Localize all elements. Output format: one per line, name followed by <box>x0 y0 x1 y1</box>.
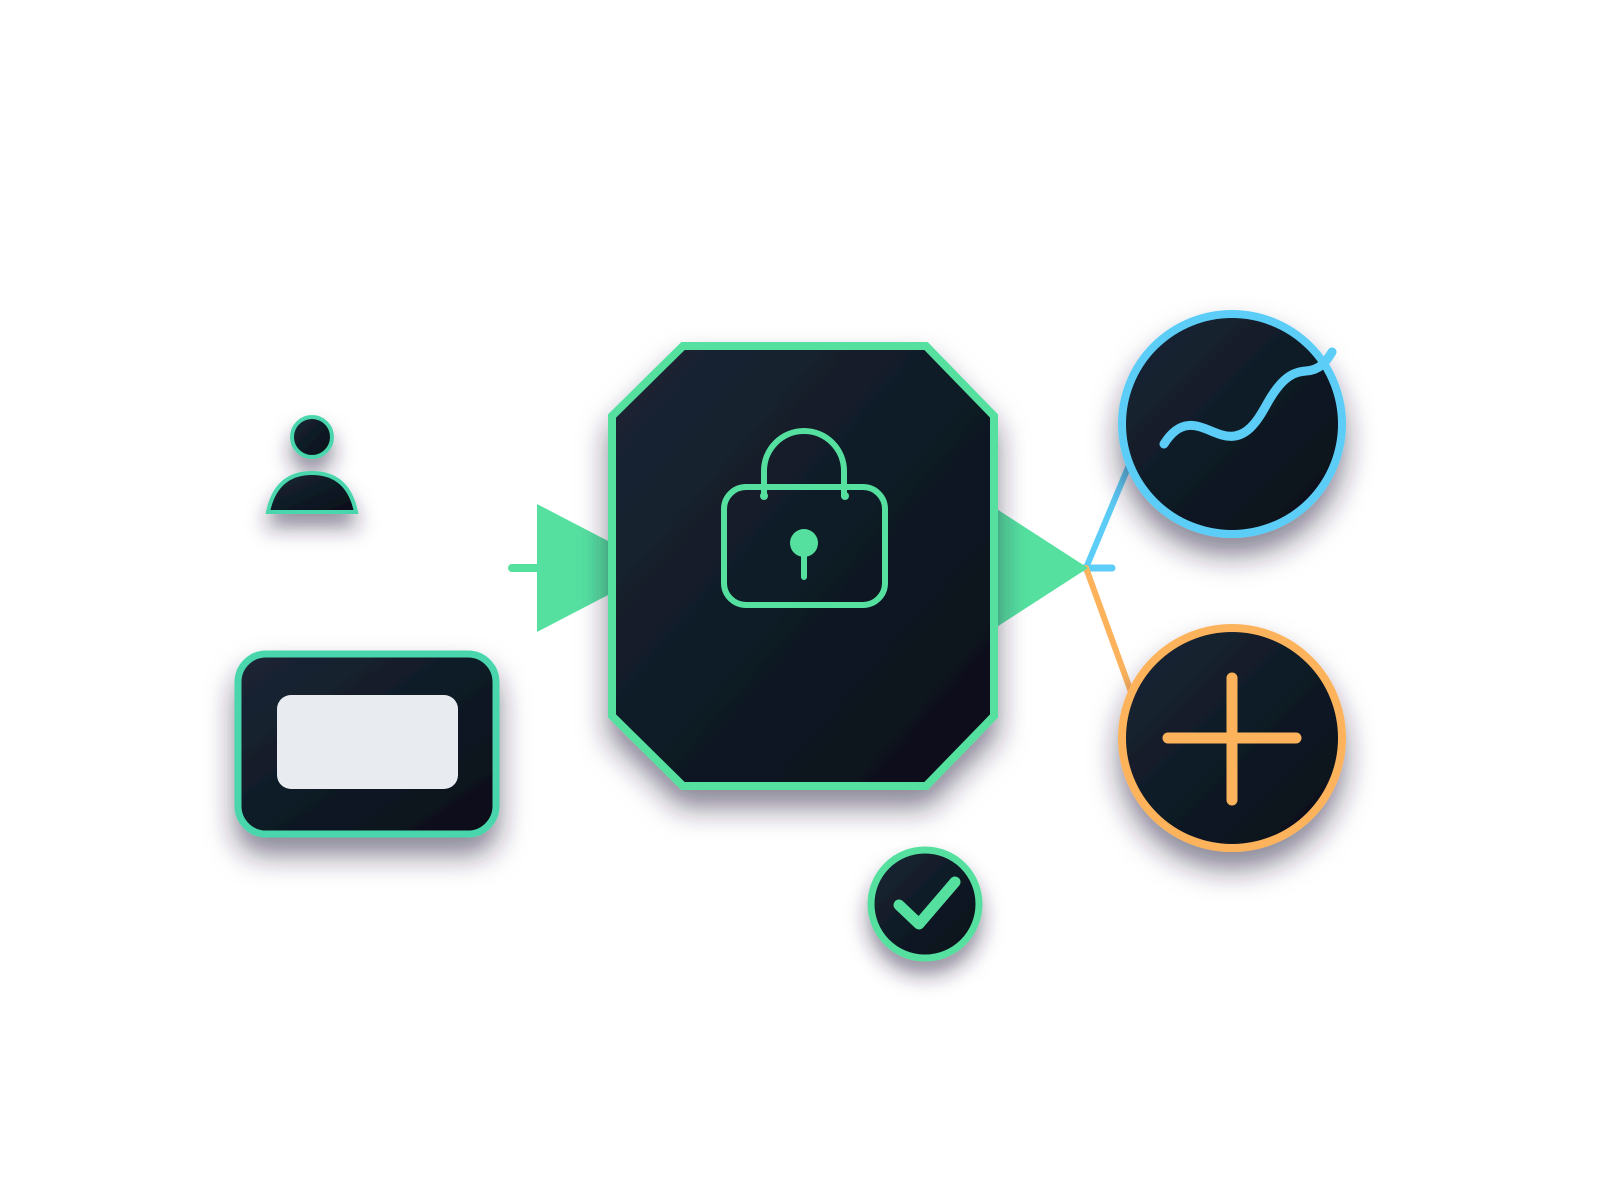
check-icon <box>893 876 961 930</box>
branch-line-add <box>1083 565 1137 703</box>
plus-icon <box>1162 672 1302 806</box>
verified-badge <box>867 846 983 962</box>
branch-line-signal <box>1083 455 1135 571</box>
user-icon <box>265 415 359 514</box>
device-card-screen <box>277 695 458 789</box>
lock-icon <box>721 428 888 608</box>
device-card <box>234 650 500 838</box>
signal-node <box>1118 310 1346 538</box>
keyhole <box>790 529 818 557</box>
input-arrow-icon <box>537 504 610 632</box>
output-arrow-icon <box>992 506 1088 630</box>
wave-icon <box>1159 347 1337 449</box>
